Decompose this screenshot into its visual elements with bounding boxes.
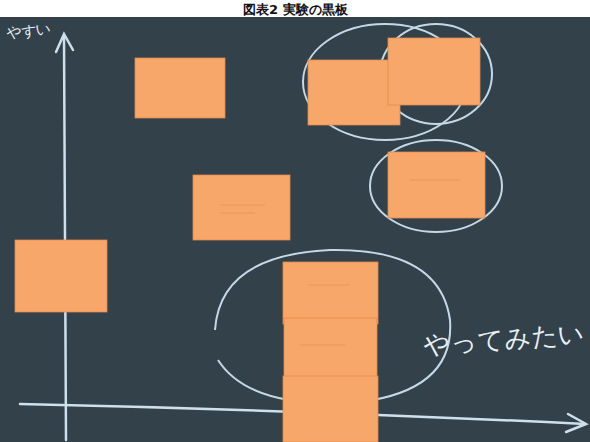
figure-title: 図表2 実験の黒板: [243, 1, 348, 19]
